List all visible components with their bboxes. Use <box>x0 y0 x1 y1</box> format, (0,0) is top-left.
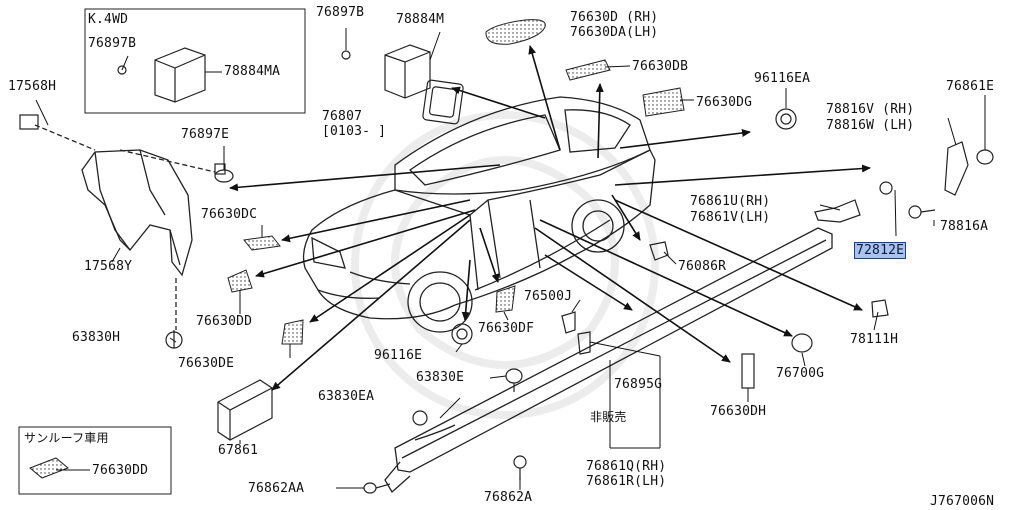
inset-4wd-label-76897B[interactable]: 76897B <box>88 36 137 51</box>
part-label-67861[interactable]: 67861 <box>218 443 259 458</box>
part-label-76500J[interactable]: 76500J <box>524 289 573 304</box>
adhesive-pads <box>29 19 685 479</box>
pad-76630DC <box>243 235 281 251</box>
part-label-76630DG[interactable]: 76630DG <box>696 95 753 110</box>
part-label-76861E[interactable]: 76861E <box>946 79 995 94</box>
part-label-63830H[interactable]: 63830H <box>72 330 121 345</box>
inset-sunroof-label[interactable]: 76630DD <box>92 463 149 478</box>
pad-76630DB <box>565 59 611 81</box>
part-label-76897E[interactable]: 76897E <box>181 127 230 142</box>
part-label-76897B[interactable]: 76897B <box>316 5 365 20</box>
part-label-17568H[interactable]: 17568H <box>8 79 57 94</box>
car-body <box>302 96 656 333</box>
pad-76630DD-sunroof <box>29 457 69 479</box>
part-label-76807[interactable]: 76807 <box>322 109 363 124</box>
part-label-76630DF[interactable]: 76630DF <box>478 321 535 336</box>
pad-76630DF <box>495 285 516 313</box>
part-label-76895G[interactable]: 76895G <box>614 377 663 392</box>
part-label-76630D[interactable]: 76630D (RH) <box>570 10 659 25</box>
leader-arrows <box>229 45 871 391</box>
part-label-76861U[interactable]: 76861U(RH) <box>690 194 771 209</box>
part-label-78816V[interactable]: 78816V (RH) <box>826 102 915 117</box>
part-label-76630DC[interactable]: 76630DC <box>201 207 258 222</box>
part-label-76630DB[interactable]: 76630DB <box>632 59 689 74</box>
part-label-76086R[interactable]: 76086R <box>678 259 727 274</box>
part-label-72812E[interactable]: 72812E <box>853 242 907 259</box>
mud-guard-17568Y <box>34 124 216 330</box>
pad-76630DE <box>281 319 304 345</box>
part-label-76862AA[interactable]: 76862AA <box>248 481 305 496</box>
part-label-76630DD[interactable]: 76630DD <box>196 314 253 329</box>
part-label-76700G[interactable]: 76700G <box>776 366 825 381</box>
part-label-76630DA[interactable]: 76630DA(LH) <box>570 25 659 40</box>
inset-sunroof-box <box>18 426 172 495</box>
part-label-76630DH[interactable]: 76630DH <box>710 404 767 419</box>
part-label-76630DE[interactable]: 76630DE <box>178 356 235 371</box>
part-label-78816A[interactable]: 78816A <box>940 219 989 234</box>
leader-lines <box>35 28 986 490</box>
sill-molding <box>384 227 833 494</box>
part-label-76807-date: [0103- ] <box>322 124 387 139</box>
part-label-78816W[interactable]: 78816W (LH) <box>826 118 915 133</box>
inset-sunroof-title: サンルーフ車用 <box>24 431 109 445</box>
part-label-78111H[interactable]: 78111H <box>850 332 899 347</box>
part-label-76862A[interactable]: 76862A <box>484 490 533 505</box>
part-label-76861R[interactable]: 76861R(LH) <box>586 474 667 489</box>
part-label-76861Q[interactable]: 76861Q(RH) <box>586 459 667 474</box>
part-label-78884M[interactable]: 78884M <box>396 12 445 27</box>
part-label-96116E[interactable]: 96116E <box>374 348 423 363</box>
small-parts <box>19 44 994 494</box>
diagram-id: J767006N <box>930 494 995 509</box>
pad-76630D <box>485 19 546 45</box>
pad-76630DD <box>227 269 253 293</box>
not-for-sale-note: 非販売 <box>590 410 627 424</box>
part-label-63830EA[interactable]: 63830EA <box>318 389 375 404</box>
part-label-96116EA[interactable]: 96116EA <box>754 71 811 86</box>
pad-76630DG <box>642 87 685 117</box>
inset-4wd-label-78884MA[interactable]: 78884MA <box>224 64 281 79</box>
part-label-63830E[interactable]: 63830E <box>416 370 465 385</box>
part-label-17568Y[interactable]: 17568Y <box>84 259 133 274</box>
inset-4wd-title: K.4WD <box>88 12 129 27</box>
part-label-76861V[interactable]: 76861V(LH) <box>690 210 771 225</box>
inset-4wd-box <box>84 8 306 114</box>
watermark <box>351 111 659 419</box>
